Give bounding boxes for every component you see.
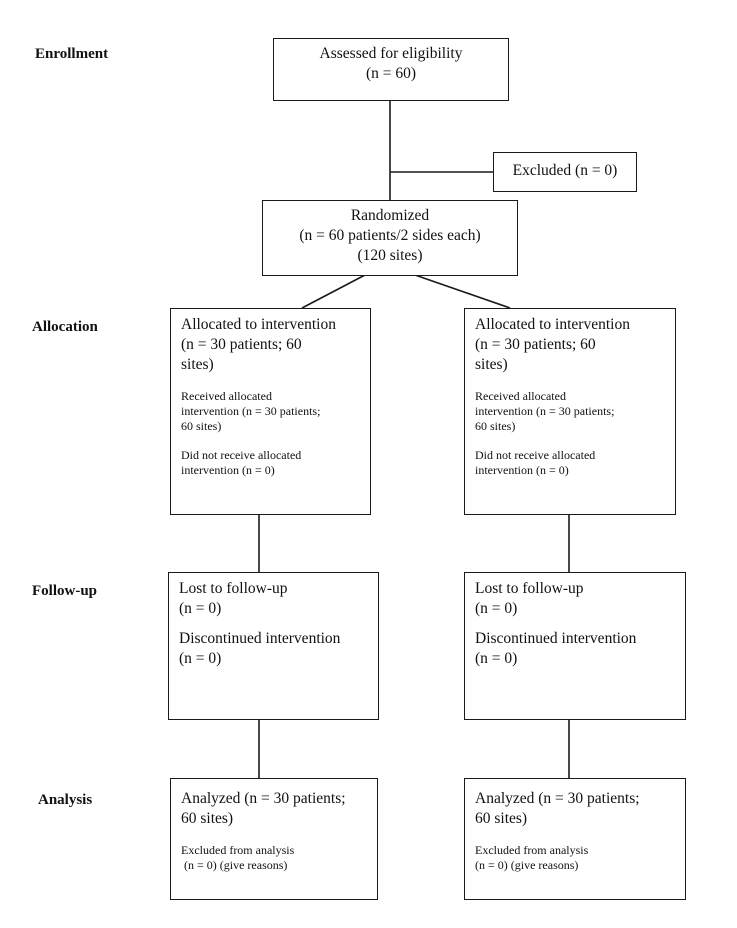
allocation-received-line1: Received allocated — [475, 389, 566, 403]
stage-label-follow-up: Follow-up — [32, 583, 98, 599]
assessed-box: Assessed for eligibility (n = 60) — [273, 38, 509, 101]
analysis-analyzed-line1: Analyzed (n = 30 patients; — [181, 790, 346, 807]
follow-up-discontinued-line2: (n = 0) — [179, 650, 222, 667]
allocation-received-line1: Received allocated — [181, 389, 272, 403]
allocation-received-line2: intervention (n = 30 patients; — [475, 404, 615, 418]
allocation-received-line2: intervention (n = 30 patients; — [181, 404, 321, 418]
connector-randomized-left — [301, 274, 366, 309]
allocation-title-line3: sites) — [475, 356, 508, 373]
follow-up-discontinued-line2: (n = 0) — [475, 650, 518, 667]
analysis-excluded-line1: Excluded from analysis — [475, 843, 589, 857]
assessed-line1: Assessed for eligibility — [319, 45, 463, 62]
follow-up-discontinued-line1: Discontinued intervention — [179, 630, 341, 647]
analysis-box-left: Analyzed (n = 30 patients; 60 sites) Exc… — [170, 778, 378, 900]
allocation-not-received-line2: intervention (n = 0) — [181, 463, 275, 477]
analysis-analyzed-line1: Analyzed (n = 30 patients; — [475, 790, 640, 807]
allocation-title-line3: sites) — [181, 356, 214, 373]
follow-up-box-right: Lost to follow-up (n = 0) Discontinued i… — [464, 572, 686, 720]
allocation-box-right: Allocated to intervention (n = 30 patien… — [464, 308, 676, 515]
allocation-title-line2: (n = 30 patients; 60 — [181, 336, 302, 353]
analysis-analyzed-line2: 60 sites) — [181, 810, 234, 827]
assessed-line2: (n = 60) — [365, 65, 417, 82]
allocation-not-received-line1: Did not receive allocated — [475, 448, 596, 462]
connector-randomized-right — [414, 274, 511, 309]
allocation-received-line3: 60 sites) — [475, 419, 516, 433]
analysis-box-right: Analyzed (n = 30 patients; 60 sites) Exc… — [464, 778, 686, 900]
randomized-line1: Randomized — [350, 207, 430, 224]
follow-up-box-left: Lost to follow-up (n = 0) Discontinued i… — [168, 572, 379, 720]
allocation-box-left: Allocated to intervention (n = 30 patien… — [170, 308, 371, 515]
randomized-box: Randomized (n = 60 patients/2 sides each… — [262, 200, 518, 276]
stage-label-analysis: Analysis — [38, 792, 93, 808]
analysis-excluded-line2: (n = 0) (give reasons) — [475, 858, 579, 872]
excluded-box: Excluded (n = 0) — [493, 152, 637, 192]
allocation-title-line2: (n = 30 patients; 60 — [475, 336, 596, 353]
randomized-line2: (n = 60 patients/2 sides each) — [299, 227, 481, 244]
analysis-analyzed-line2: 60 sites) — [475, 810, 528, 827]
excluded-text: Excluded (n = 0) — [512, 162, 618, 179]
allocation-not-received-line1: Did not receive allocated — [181, 448, 302, 462]
follow-up-lost-line2: (n = 0) — [179, 600, 222, 617]
allocation-title-line1: Allocated to intervention — [181, 316, 336, 333]
follow-up-lost-line1: Lost to follow-up — [475, 580, 584, 597]
follow-up-discontinued-line1: Discontinued intervention — [475, 630, 637, 647]
analysis-excluded-line2: (n = 0) (give reasons) — [181, 858, 288, 872]
allocation-not-received-line2: intervention (n = 0) — [475, 463, 569, 477]
stage-label-allocation: Allocation — [32, 319, 98, 335]
allocation-received-line3: 60 sites) — [181, 419, 222, 433]
stage-label-enrollment: Enrollment — [35, 46, 109, 62]
analysis-excluded-line1: Excluded from analysis — [181, 843, 295, 857]
follow-up-lost-line2: (n = 0) — [475, 600, 518, 617]
follow-up-lost-line1: Lost to follow-up — [179, 580, 288, 597]
allocation-title-line1: Allocated to intervention — [475, 316, 630, 333]
randomized-line3: (120 sites) — [357, 247, 423, 264]
